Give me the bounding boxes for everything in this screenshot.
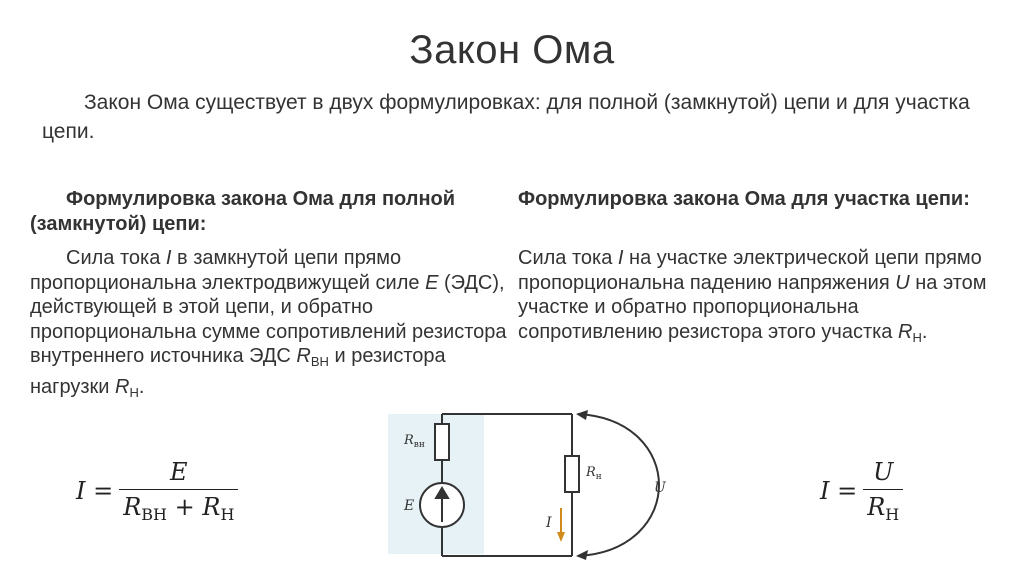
label-rn: Rн	[585, 465, 602, 482]
voltage-arc	[577, 413, 660, 557]
intro-paragraph: Закон Ома существует в двух формулировка…	[42, 88, 992, 146]
formula-lhs: I =	[820, 477, 858, 505]
right-text-part: .	[921, 320, 928, 343]
formula-sub: Н	[220, 505, 235, 524]
formula-numerator: E	[170, 458, 188, 486]
emf-arrow-icon	[434, 486, 450, 522]
voltage-arrow-top-icon	[576, 410, 588, 420]
right-text-part: на этом участке и обратно пропорциональн…	[518, 271, 987, 343]
circuit-wires	[441, 413, 573, 557]
label-e: E	[403, 498, 414, 514]
formula-sub: ВН	[141, 505, 168, 524]
formula-numerator: U	[873, 458, 894, 486]
page-title: Закон Ома	[409, 28, 615, 72]
right-heading: Формулировка закона Ома для участка цепи…	[518, 188, 970, 210]
right-text: Сила тока I на участке электрической цеп…	[518, 246, 998, 350]
right-text-part: на участке электрической цепи прямо проп…	[518, 247, 982, 294]
formula-denominator: RВН + RН	[119, 489, 239, 524]
var-u: U	[895, 271, 910, 294]
var-i: I	[165, 247, 172, 269]
var-e: E	[425, 271, 439, 294]
circuit-diagram: Rвн E Rн I U	[388, 410, 667, 560]
formula-r: R	[202, 493, 221, 521]
formula-r: R	[867, 493, 886, 521]
resistor-load	[564, 455, 580, 493]
formula-plus: +	[167, 493, 203, 521]
left-text-part: в замкнутой цепи прямо пропорциональна э…	[30, 247, 426, 294]
left-text-part: и резистора нагрузки	[30, 345, 446, 398]
current-arrow-icon	[557, 532, 565, 542]
left-text: Сила тока I в замкнутой цепи прямо пропо…	[30, 246, 510, 405]
left-text-part: (ЭДС), действующей в этой цепи, и обратн…	[30, 271, 507, 368]
formula-r: R	[123, 493, 142, 521]
formula-denominator: RН	[863, 489, 904, 524]
label-u: U	[654, 480, 667, 496]
left-text-part: .	[138, 375, 145, 398]
label-i: I	[545, 515, 552, 531]
intro-text: Закон Ома существует в двух формулировка…	[42, 91, 970, 143]
var-i: I	[617, 247, 624, 269]
subscript-vn: ВН	[310, 354, 329, 369]
var-r: R	[296, 345, 311, 367]
label-rvn: Rвн	[403, 433, 425, 450]
subscript-n: Н	[912, 329, 922, 345]
left-heading: Формулировка закона Ома для полной (замк…	[30, 187, 490, 237]
right-text-part: Сила тока	[518, 247, 618, 269]
var-r: R	[898, 320, 913, 343]
voltage-arrow-bottom-icon	[576, 550, 588, 560]
formula-lhs: I =	[76, 477, 114, 505]
left-heading-text: Формулировка закона Ома для полной (замк…	[30, 188, 456, 235]
subscript-n: Н	[129, 384, 139, 400]
left-text-part: Сила тока	[66, 247, 166, 269]
var-r: R	[115, 375, 130, 398]
resistor-internal	[434, 423, 450, 461]
formula-sub: Н	[885, 505, 900, 524]
